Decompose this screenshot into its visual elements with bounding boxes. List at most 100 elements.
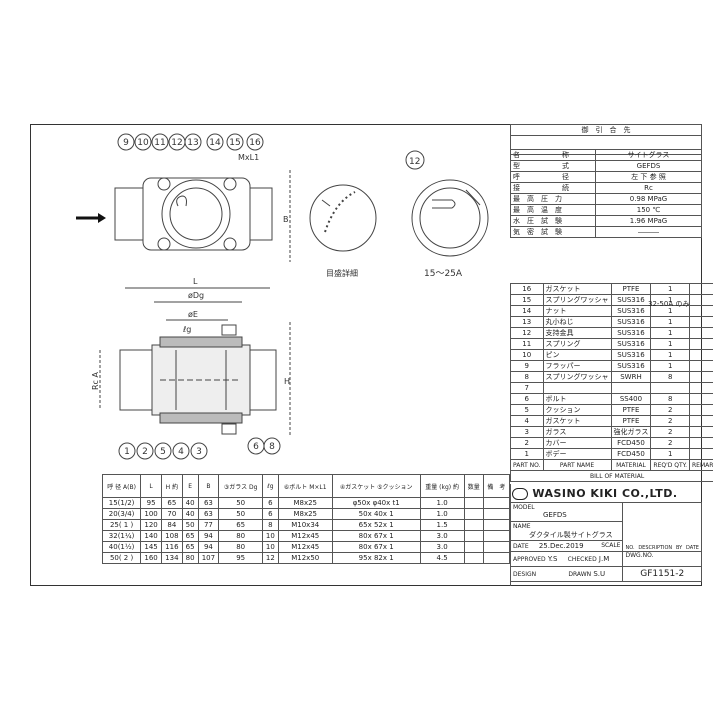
dims-cell bbox=[463, 497, 484, 509]
bom-remarks bbox=[689, 305, 713, 317]
approved-label: APPROVED bbox=[513, 556, 546, 563]
bom-material: SWRH bbox=[610, 371, 652, 383]
dims-cell: 3.0 bbox=[419, 530, 465, 542]
detail-callout: 12 bbox=[405, 150, 425, 170]
bom-remarks bbox=[689, 393, 713, 405]
dims-cell: 40 bbox=[181, 508, 199, 520]
dims-cell: M12x50 bbox=[277, 552, 333, 564]
bom-qty: 1 bbox=[650, 283, 691, 295]
name-label: NAME bbox=[513, 523, 531, 530]
dims-cell: 120 bbox=[140, 519, 162, 531]
dims-header: ℓg bbox=[262, 474, 279, 498]
logo-mark-icon bbox=[512, 488, 528, 500]
spec-label: 水 圧 試 験 bbox=[510, 215, 596, 227]
model-value: GEFDS bbox=[543, 511, 567, 519]
callout-number: 9 bbox=[123, 138, 129, 148]
date-cell: DATE 25.Dec.2019 SCALE bbox=[509, 540, 624, 552]
bom-part: カバー bbox=[542, 437, 612, 449]
approval-cell: APPROVED Y.S CHECKED J.M bbox=[509, 551, 624, 567]
section-view bbox=[99, 287, 291, 436]
h-dimension-label: H bbox=[284, 377, 290, 386]
bom-qty: 8 bbox=[650, 371, 691, 383]
bom-qty: 1 bbox=[650, 448, 691, 460]
dims-header: B bbox=[197, 474, 220, 498]
bom-part: フラッパー bbox=[542, 360, 612, 372]
bom-no: 6 bbox=[510, 393, 544, 405]
bom-qty: 1 bbox=[650, 316, 691, 328]
bom-material: PTFE bbox=[610, 283, 652, 295]
spec-value: 左 下 参 照 bbox=[595, 171, 702, 183]
dims-cell: 25( 1 ) bbox=[101, 519, 142, 531]
bom-qty: 1 bbox=[650, 327, 691, 339]
callout-number: 13 bbox=[187, 138, 198, 148]
dims-cell bbox=[463, 530, 484, 542]
dims-header: L bbox=[140, 474, 162, 498]
dims-cell: 63 bbox=[197, 497, 220, 509]
dims-cell bbox=[463, 541, 484, 553]
dims-cell: 80 bbox=[218, 541, 264, 553]
dims-cell: 12 bbox=[262, 552, 279, 564]
callout-circle bbox=[263, 437, 281, 455]
dims-header: 数量 bbox=[463, 474, 484, 498]
spec-label: 気 密 試 験 bbox=[510, 226, 596, 238]
company-logo: WASINO KIKI CO.,LTD. bbox=[512, 487, 678, 500]
name-value: ダクタイル製サイトグラス bbox=[529, 531, 613, 539]
dims-cell: 40(1½) bbox=[101, 541, 142, 553]
dims-cell: 160 bbox=[140, 552, 162, 564]
revision-header: NO. bbox=[625, 545, 635, 551]
dims-cell: 50 bbox=[218, 497, 264, 509]
dims-cell: 108 bbox=[160, 530, 183, 542]
dims-cell bbox=[482, 508, 511, 520]
dims-cell: 6 bbox=[262, 497, 279, 509]
bom-qty: 1 bbox=[650, 349, 691, 361]
bom-no: 2 bbox=[510, 437, 544, 449]
bom-no: 5 bbox=[510, 404, 544, 416]
callout-circle bbox=[118, 442, 136, 460]
bom-no: 3 bbox=[510, 426, 544, 438]
design-label: DESIGN bbox=[513, 571, 537, 578]
dims-cell: 94 bbox=[197, 541, 220, 553]
dims-cell: M12x45 bbox=[277, 530, 333, 542]
bom-no: 16 bbox=[510, 283, 544, 295]
bom-row: 7 bbox=[510, 382, 713, 394]
callout-circle bbox=[136, 442, 154, 460]
callout-number: 6 bbox=[253, 442, 259, 452]
dims-cell: 140 bbox=[140, 530, 162, 542]
callout-number: 5 bbox=[160, 447, 166, 457]
bom-material: SUS316 bbox=[610, 338, 652, 350]
revision-header: DATE bbox=[685, 545, 699, 551]
dims-cell: 63 bbox=[197, 508, 220, 520]
spec-label: 最 高 圧 力 bbox=[510, 193, 596, 205]
spec-row: 呼 径左 下 参 照 bbox=[510, 171, 702, 183]
callout-circle bbox=[154, 442, 172, 460]
dims-header: H 約 bbox=[160, 474, 183, 498]
bom-qty bbox=[650, 382, 691, 394]
spec-row: 名 称サイトグラス bbox=[510, 149, 702, 161]
bom-header-remarks: REMARKS bbox=[689, 459, 713, 471]
bom-material: PTFE bbox=[610, 404, 652, 416]
top-view bbox=[114, 170, 291, 262]
date-label: DATE bbox=[513, 543, 529, 550]
flow-arrow-icon bbox=[76, 213, 106, 223]
bom-material: FCD450 bbox=[610, 448, 652, 460]
bom-no: 9 bbox=[510, 360, 544, 372]
bom-material: SUS316 bbox=[610, 349, 652, 361]
revision-header: BY bbox=[675, 545, 683, 551]
dims-cell: 1.0 bbox=[419, 497, 465, 509]
dims-cell: 50x 40x 1 bbox=[331, 508, 421, 520]
scale-label: SCALE bbox=[601, 542, 621, 549]
dims-header: E bbox=[181, 474, 199, 498]
bom-part: スプリングワッシャ bbox=[542, 294, 612, 306]
bom-remarks bbox=[689, 338, 713, 350]
dims-cell: 80x 67x 1 bbox=[331, 541, 421, 553]
